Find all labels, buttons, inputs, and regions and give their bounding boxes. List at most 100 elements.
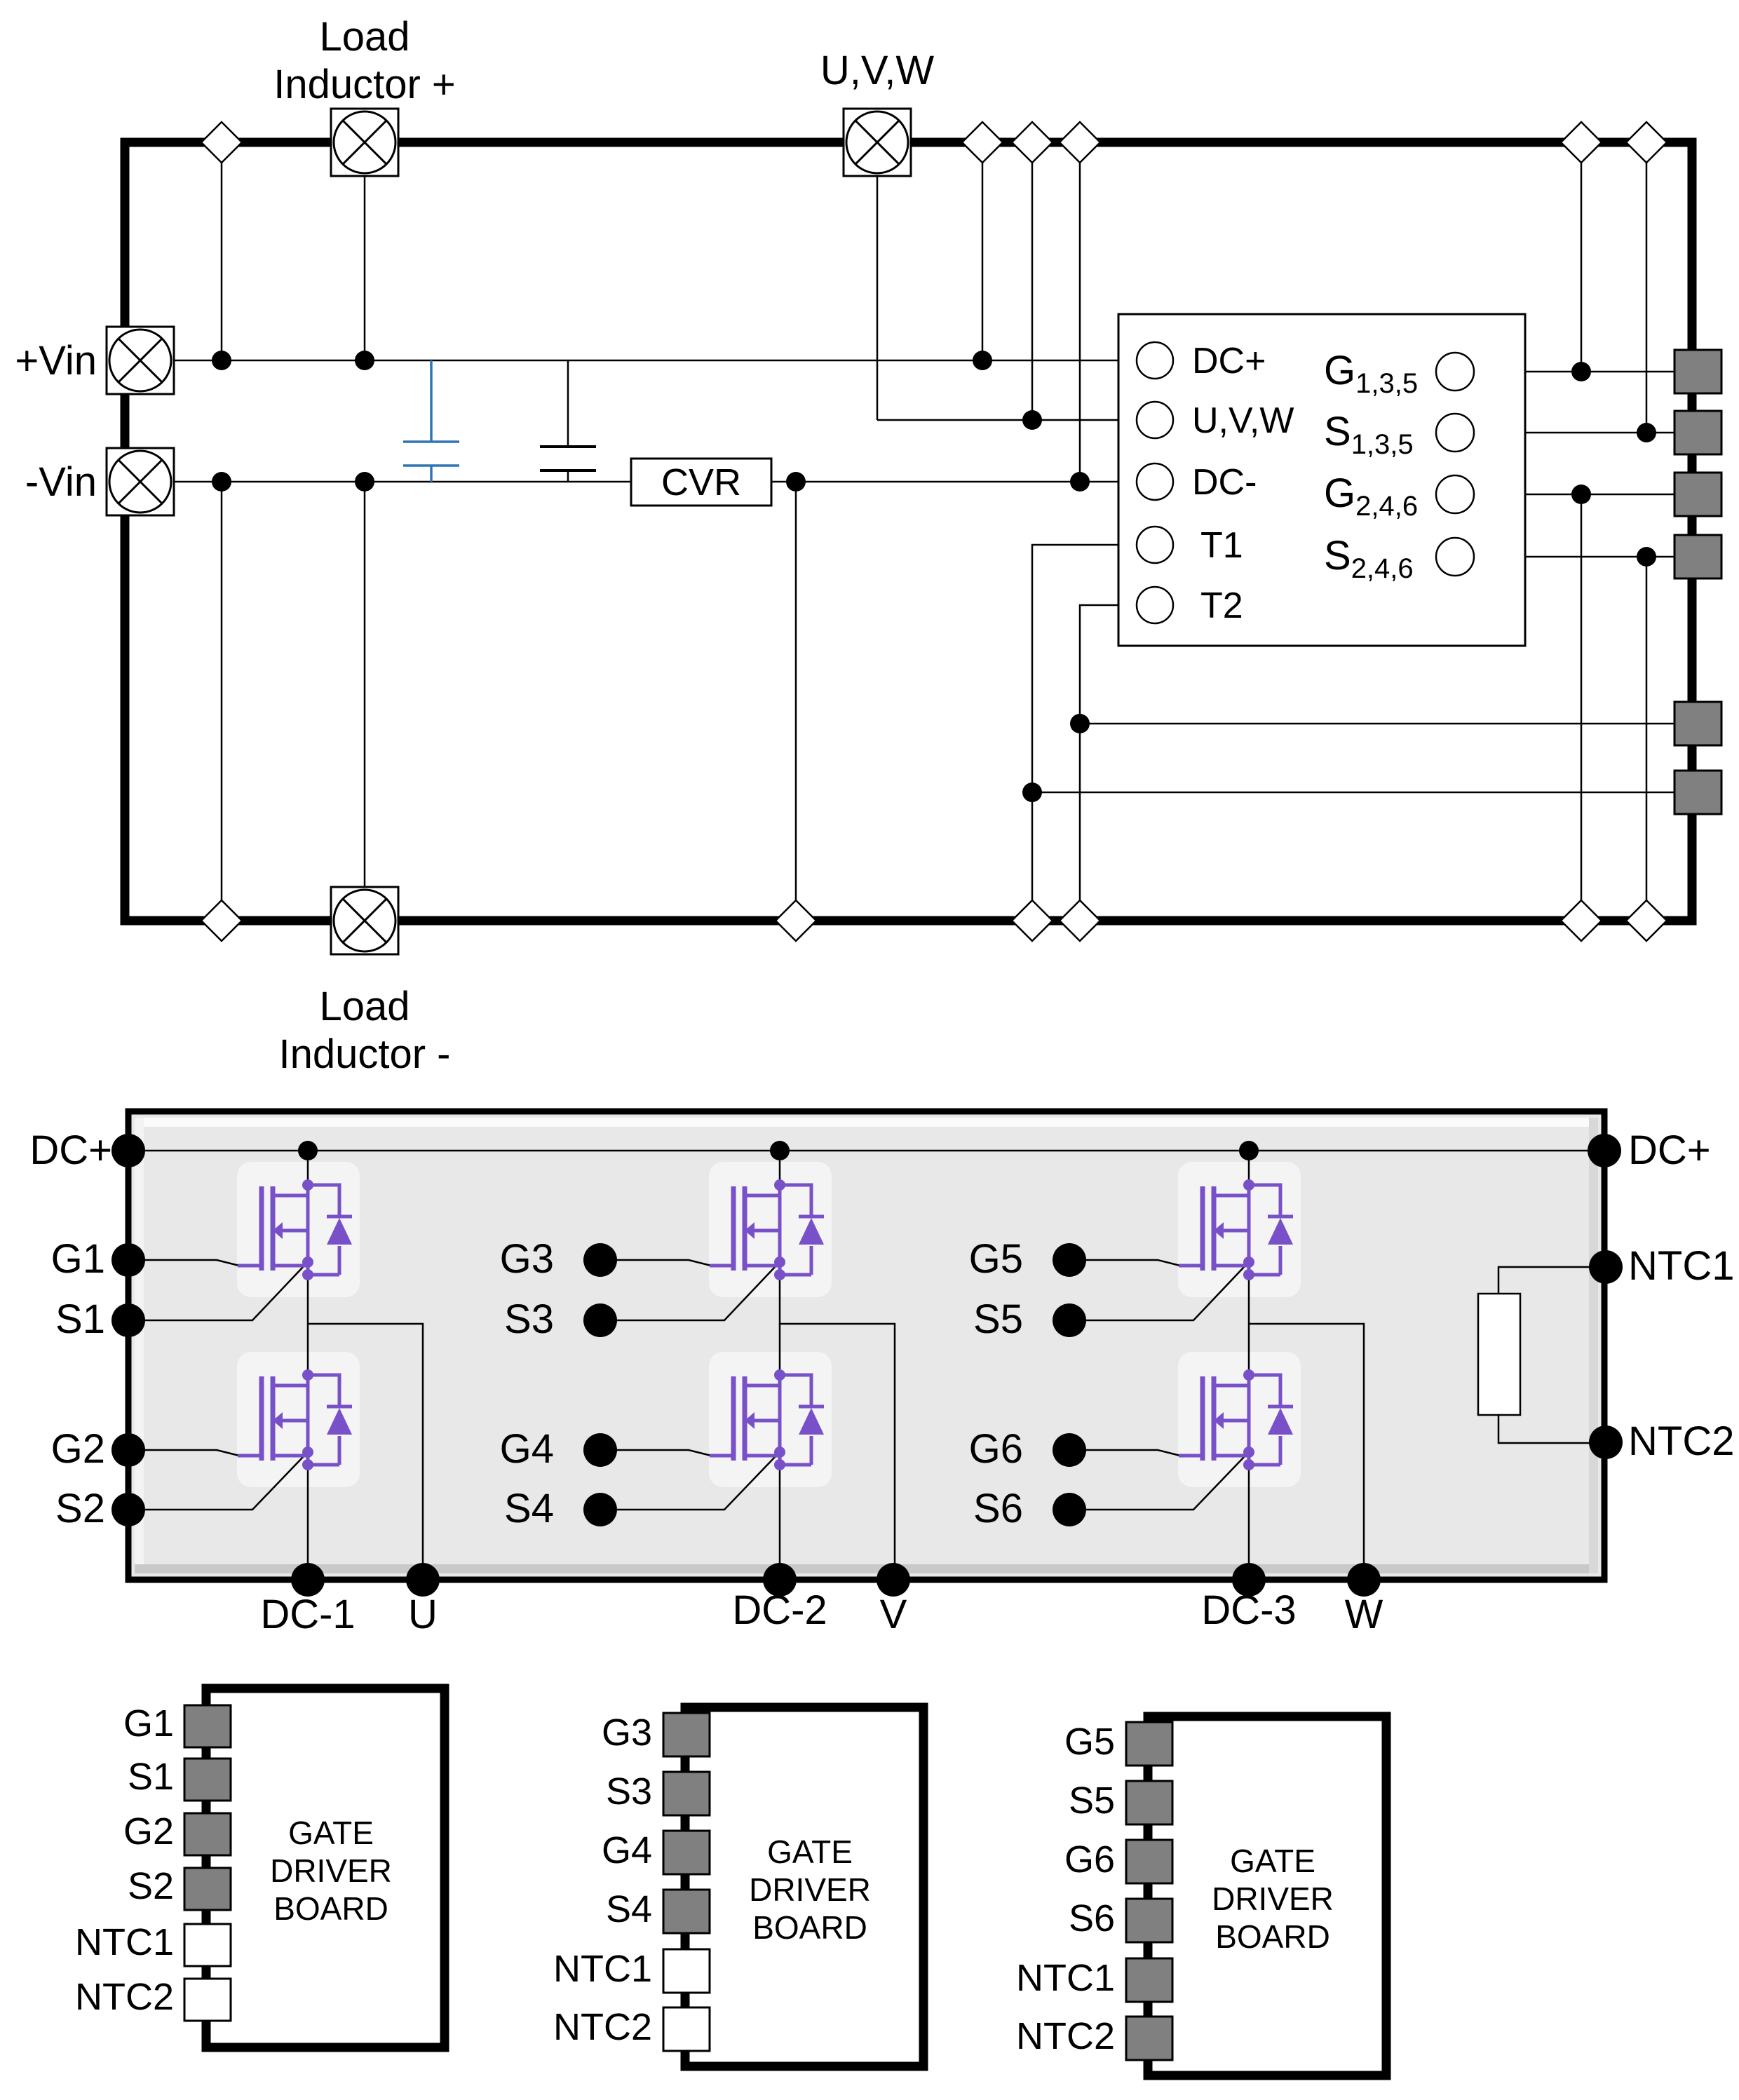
pin-connector [1125, 1838, 1174, 1885]
test-board-diagram: CVR [15, 14, 1723, 1077]
pin-connector [662, 1888, 711, 1935]
cvr-label: CVR [661, 461, 741, 503]
port-s246 [1435, 536, 1475, 577]
pin-label: S2 [55, 1486, 105, 1531]
gate-driver-boards: G1 S1 G2 S2 NTC1 NTC2 GATE DRIVER BOARD … [75, 1684, 1391, 2080]
module-bevel-bottom [135, 1564, 1598, 1573]
connector-box [1673, 769, 1723, 815]
pin-connector [1125, 1897, 1174, 1944]
port-label: T2 [1200, 585, 1243, 626]
pin-label: G4 [500, 1426, 554, 1472]
pin-label: G1 [51, 1236, 105, 1282]
pin-label: G5 [969, 1236, 1023, 1282]
pin-label: NTC1 [75, 1921, 174, 1963]
connector-box [1673, 409, 1723, 456]
ntc1-label: NTC1 [1628, 1243, 1734, 1289]
uvw-terminal-icon [842, 107, 912, 177]
pin-label: G6 [1064, 1838, 1115, 1881]
junction-dot [770, 1141, 790, 1160]
board-title: BOARD [752, 1909, 867, 1946]
pin-connector [662, 1829, 711, 1876]
pin-connector [1125, 1957, 1174, 2003]
dc-plus-right-label: DC+ [1628, 1127, 1711, 1173]
ntc-resistor-icon [1477, 1292, 1522, 1416]
board-title: DRIVER [270, 1852, 392, 1889]
pin-connector [183, 1867, 232, 1911]
pin-label: S3 [606, 1770, 652, 1813]
pin-connector [1125, 1780, 1174, 1826]
gate-driver-board-2: G3 S3 G4 S4 NTC1 NTC2 GATE DRIVER BOARD [553, 1702, 928, 2071]
pin-label: G5 [1064, 1721, 1115, 1763]
dc-plus-left-label: DC+ [29, 1127, 112, 1173]
pin-label: NTC2 [1016, 2015, 1115, 2057]
film-capacitor-icon [403, 360, 459, 482]
load-inductor-minus-label: Inductor - [279, 1031, 451, 1077]
bottom-pin-label: DC-3 [1201, 1587, 1296, 1633]
dc-link-capacitor-icon [540, 445, 596, 472]
pin-label: S4 [504, 1486, 554, 1531]
bottom-pin-label: W [1345, 1592, 1383, 1637]
junction-dot [298, 1141, 318, 1160]
board-title: BOARD [1215, 1918, 1330, 1955]
pin-label: NTC1 [553, 1948, 652, 1990]
module-bevel-right [1589, 1118, 1598, 1573]
pin-label: S4 [606, 1888, 652, 1930]
pin-label: S6 [1069, 1897, 1115, 1939]
pin-label: G3 [500, 1236, 554, 1282]
port-t2 [1135, 585, 1175, 625]
port-g135 [1435, 351, 1475, 392]
board-title: GATE [288, 1815, 374, 1851]
bottom-pin-label: DC-1 [260, 1592, 355, 1637]
pin-label: S6 [973, 1486, 1023, 1531]
connector-box [1673, 534, 1723, 580]
pin-label: S1 [128, 1756, 174, 1798]
pin-connector [183, 1812, 232, 1857]
port-s135 [1435, 412, 1475, 453]
connector-box [1673, 348, 1723, 395]
pin-label: G2 [123, 1810, 174, 1852]
port-label: T1 [1200, 525, 1243, 566]
pin-label: G2 [51, 1426, 105, 1472]
load-inductor-minus-terminal-icon [330, 886, 400, 956]
vin-minus-terminal-icon [105, 447, 175, 517]
port-uvw [1135, 400, 1175, 440]
board-title: DRIVER [1212, 1881, 1334, 1917]
load-inductor-plus-label: Inductor + [273, 62, 456, 107]
wires [174, 163, 1674, 900]
pin-connector [183, 1704, 232, 1749]
bottom-pin-label: U [408, 1592, 438, 1637]
board-title: DRIVER [749, 1871, 871, 1908]
port-label: S1,3,5 [1324, 409, 1414, 460]
gate-driver-board-3: G5 S5 G6 S6 NTC1 NTC2 GATE DRIVER BOARD [1016, 1712, 1391, 2080]
junction-dot [1239, 1141, 1259, 1160]
vin-plus-terminal-icon [105, 325, 175, 395]
cvr-box: CVR [630, 457, 773, 507]
port-label: DC+ [1192, 341, 1266, 381]
module-outline [125, 1108, 1608, 1583]
pin-label: G6 [969, 1426, 1023, 1472]
port-dc-plus [1135, 341, 1175, 380]
power-module-diagram: DC+ DC+ G1 S1 G2 S2 G3 S3 G4 S4 G5 S5 G6… [29, 1108, 1734, 1637]
pin-connector [183, 1977, 232, 2022]
module-wires [128, 1149, 1604, 1580]
signal-block: DC+ U,V,W DC- T1 T2 G1,3,5 S1,3,5 G2,4,6… [1117, 313, 1527, 647]
pin-connector [1125, 2015, 1174, 2061]
board-title: BOARD [273, 1890, 388, 1927]
port-dc-minus [1135, 462, 1175, 501]
bottom-pin-label: DC-2 [732, 1587, 827, 1633]
pin-label: G3 [602, 1712, 652, 1754]
module-bevel-top [135, 1118, 1598, 1127]
load-inductor-plus-terminal-icon [330, 107, 400, 177]
pin-connector [1125, 1721, 1174, 1767]
board-outline [680, 1702, 928, 2071]
vin-plus-label: +Vin [15, 338, 97, 384]
port-label: G2,4,6 [1324, 470, 1418, 522]
pin-label: S5 [1069, 1780, 1115, 1822]
edge-connectors [1673, 348, 1723, 815]
pin-connector [662, 2006, 711, 2052]
load-inductor-minus-label: Load [319, 984, 410, 1029]
board-outline [201, 1684, 449, 2052]
pin-connector [662, 1948, 711, 1994]
port-t1 [1135, 525, 1175, 564]
port-g246 [1435, 474, 1475, 515]
